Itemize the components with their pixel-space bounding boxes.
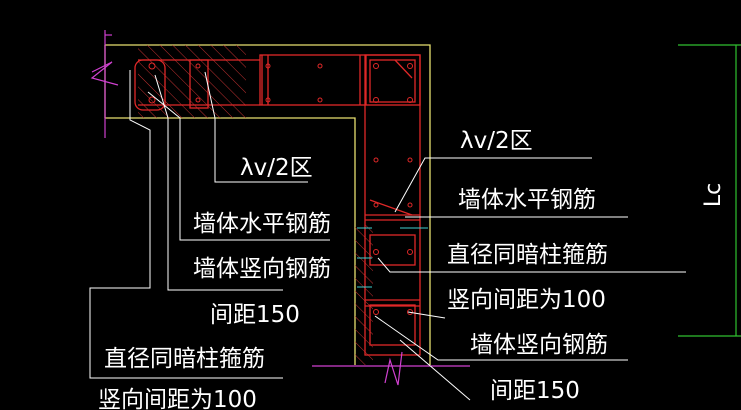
lv2-label-right: λv/2区	[460, 128, 533, 154]
horiz-rebar-label-right: 墙体水平钢筋	[458, 187, 596, 213]
rebar-cage	[134, 54, 421, 356]
break-line-icon	[90, 30, 470, 386]
rebar-dots	[148, 62, 413, 315]
spacing-label-left: 间距150	[210, 302, 300, 328]
stirrup-label-right-1: 直径同暗柱箍筋	[447, 242, 608, 268]
dimension-line-icon	[678, 44, 741, 337]
vert-rebar-label-left: 墙体竖向钢筋	[193, 256, 331, 282]
stirrup-label-right-2: 竖向间距为100	[447, 287, 606, 313]
stirrup-label-left-1: 直径同暗柱箍筋	[104, 346, 265, 372]
stirrup-label-left-2: 竖向间距为100	[98, 387, 257, 410]
spacing-label-right: 间距150	[490, 378, 580, 404]
horiz-rebar-label-left: 墙体水平钢筋	[193, 211, 331, 237]
hatch-left-zone	[138, 45, 246, 118]
vert-rebar-label-right: 墙体竖向钢筋	[470, 332, 608, 358]
hatch-bottom-zone	[355, 225, 373, 365]
lv2-label-left: λv/2区	[240, 155, 313, 181]
lc-dimension-label: Lc	[701, 183, 726, 207]
leader-lines	[89, 70, 686, 401]
cyan-ticks	[357, 227, 428, 288]
